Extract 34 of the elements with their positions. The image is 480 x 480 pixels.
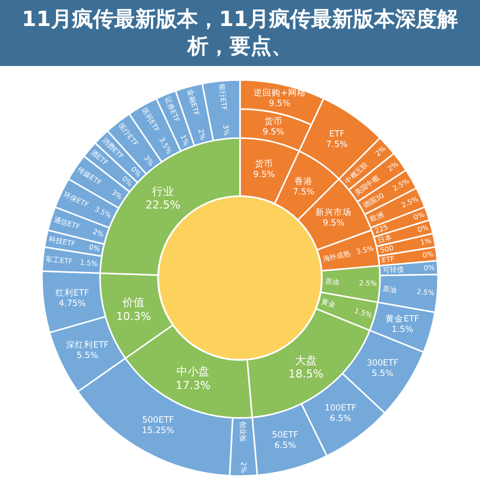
percent-label: 15.25%	[142, 426, 174, 436]
percent-label: 18.5%	[288, 368, 324, 381]
sector-label: 行业	[152, 184, 174, 198]
percent-label: 6.5%	[330, 414, 352, 424]
percent-label: 4.75%	[58, 298, 86, 309]
percent-label: 9.5%	[268, 99, 291, 110]
sector-label: 500ETF	[142, 416, 174, 426]
sector-label: 香港	[294, 176, 313, 187]
percent-label: 5.5%	[372, 369, 394, 380]
title-banner: 11月疯传最新版本，11月疯传最新版本深度解析，要点、	[0, 0, 480, 66]
percent-label: 7.5%	[292, 187, 314, 198]
sector-label: 黄金ETF	[386, 314, 420, 324]
percent-label: 1.5%	[392, 324, 414, 335]
percent-label: 22.5%	[145, 198, 180, 212]
sector-label: 50ETF	[272, 430, 298, 441]
percent-label: 17.3%	[176, 378, 211, 392]
percent-label: 6.5%	[274, 441, 296, 452]
sector-label: 货币	[255, 159, 274, 170]
sector-label: 红利ETF	[56, 288, 89, 298]
sector-label: 价值	[122, 296, 145, 310]
sector-label: 中小盘	[176, 365, 210, 378]
sector-label: 新兴市场	[316, 208, 352, 218]
percent-label: 7.5%	[326, 140, 348, 150]
sector-label: 货币	[264, 116, 282, 127]
sector-label: 300ETF	[366, 358, 398, 368]
percent-label: 9.5%	[253, 170, 275, 180]
percent-label: 9.5%	[262, 127, 284, 138]
sector-label: 深红利ETF	[66, 340, 109, 350]
sector-label: ETF	[329, 129, 345, 140]
percent-label: 9.5%	[322, 218, 344, 229]
percent-label: 5.5%	[76, 351, 98, 362]
sector-label: 大盘	[295, 354, 318, 367]
percent-label: 10.3%	[116, 310, 152, 323]
sector-label: 100ETF	[324, 404, 356, 414]
